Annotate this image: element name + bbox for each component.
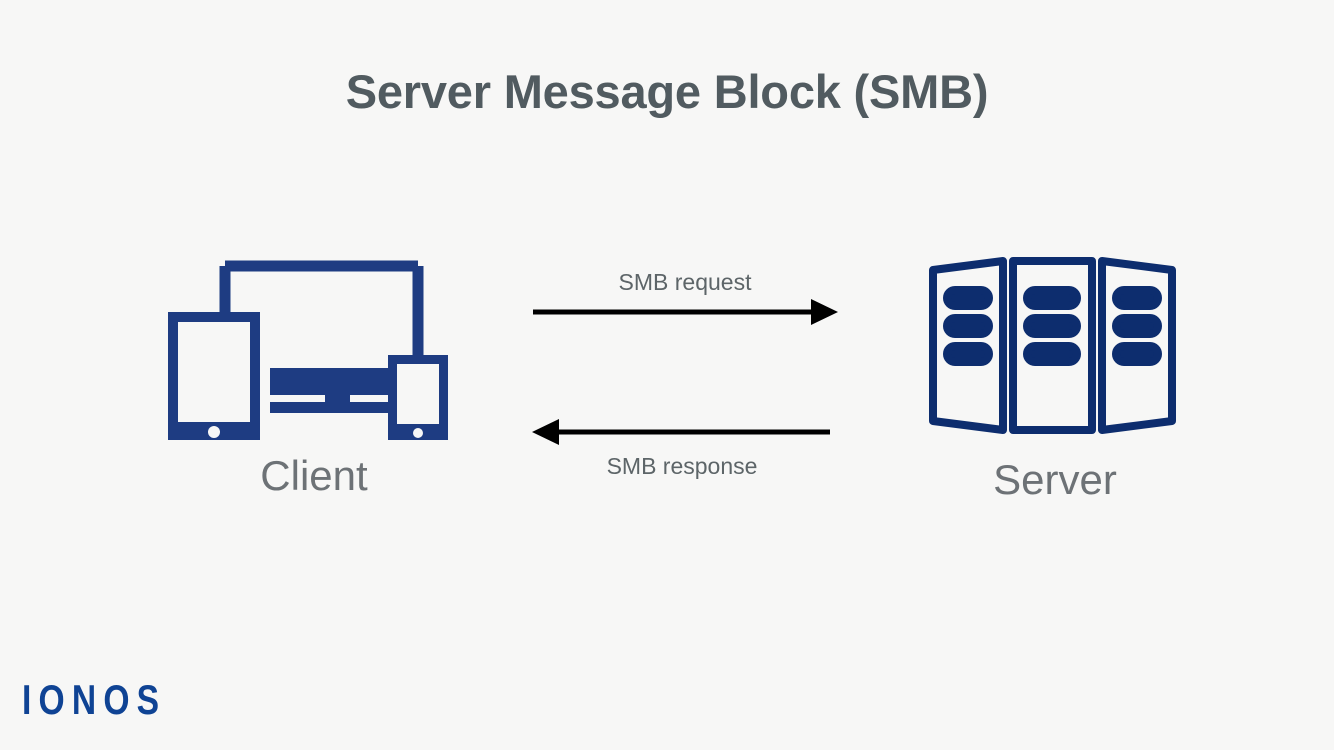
server-slot-outline [1112, 286, 1162, 310]
server-panel-right [1098, 257, 1176, 434]
server-slot-outline [1023, 342, 1081, 366]
server-panel-middle [1009, 257, 1096, 434]
server-slot-outline [1023, 286, 1081, 310]
server-slot-outline [1112, 342, 1162, 366]
ionos-logo: IONOS [22, 676, 167, 723]
client-label: Client [260, 452, 368, 499]
smb-request-label: SMB request [618, 269, 752, 295]
smb-response-label: SMB response [606, 453, 758, 479]
server-slot-outline [943, 342, 993, 366]
server-slot-outline [943, 314, 993, 338]
page-title: Server Message Block (SMB) [345, 65, 989, 118]
server-panel-left [929, 257, 1007, 434]
smb-response-arrow [525, 416, 845, 448]
smartphone-icon [388, 355, 448, 440]
tablet-icon [168, 312, 260, 440]
server-label: Server [993, 456, 1117, 503]
server-slot-outline [1112, 314, 1162, 338]
server-slot-outline [1023, 314, 1081, 338]
smb-request-arrow [525, 296, 845, 328]
server-slot-outline [943, 286, 993, 310]
desktop-monitor-icon [219, 260, 424, 413]
client-devices-icon [150, 250, 470, 455]
server-rack-icon [925, 248, 1180, 443]
